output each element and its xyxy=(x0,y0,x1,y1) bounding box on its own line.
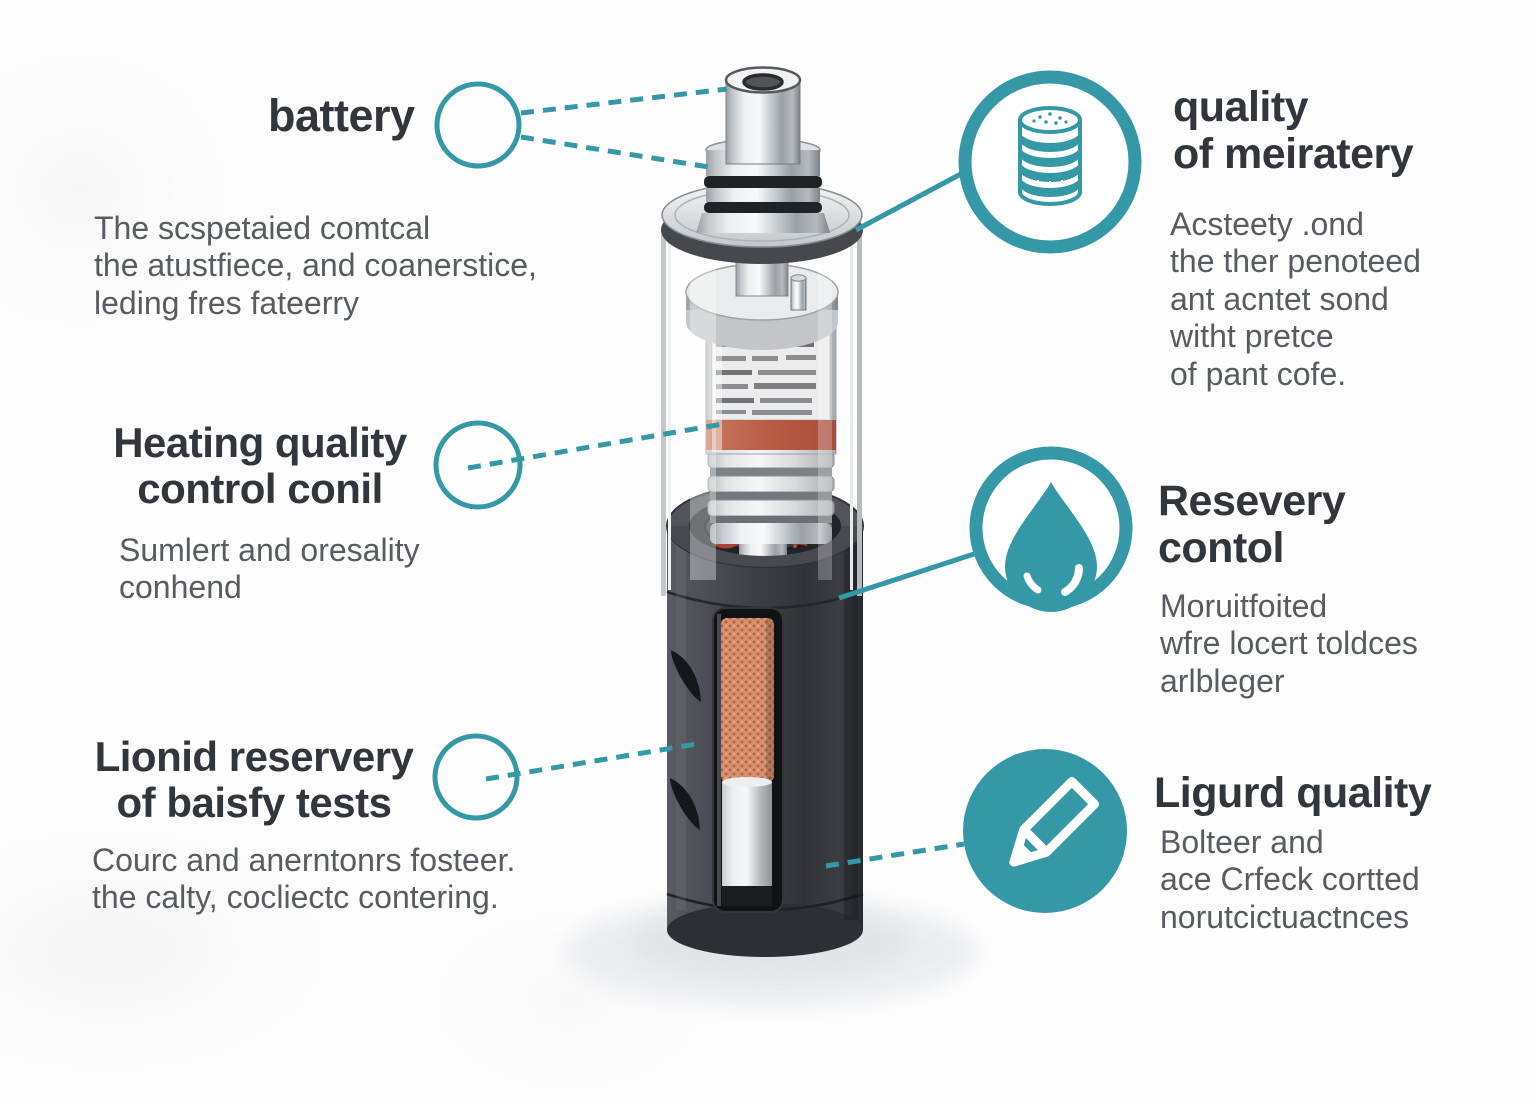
battery-callout-line-bottom xyxy=(520,134,716,171)
atomizer-ribs xyxy=(707,451,835,544)
mouthpiece xyxy=(724,66,802,165)
atomizer-red-band xyxy=(706,420,836,450)
reservoir-control-section-title: Resevery contol xyxy=(1158,477,1346,573)
battery-section-title: battery xyxy=(268,90,415,141)
battery-callout-line-top xyxy=(520,86,728,116)
quality-callout-line xyxy=(854,165,974,233)
mouthpiece-hole xyxy=(742,73,784,91)
battery-section-body: The scspetaied comtcal the atustfiece, a… xyxy=(94,210,537,321)
inner-battery-tube xyxy=(722,777,772,906)
reservoir-control-callout-line xyxy=(838,551,975,601)
droplet-icon xyxy=(963,440,1139,616)
battery-cutaway-window xyxy=(712,607,784,913)
heating-section-body: Sumlert and oresality conhend xyxy=(119,532,420,606)
heating-section-title: Heating quality control conil xyxy=(113,419,407,513)
vape-device xyxy=(661,66,864,957)
callout-annotations xyxy=(432,81,975,869)
liquid-quality-section-title: Ligurd quality xyxy=(1154,769,1432,817)
battery-callout-circle xyxy=(434,81,522,169)
vape-device-illustration xyxy=(432,66,977,1007)
wick-coil xyxy=(721,618,774,782)
reservoir-control-section-body: Moruitfoited wfre locert toldces arlbleg… xyxy=(1160,588,1418,699)
reservoir-callout-circle xyxy=(432,733,520,821)
quality-section-body: Acsteety .ond the ther penoteed ant acnt… xyxy=(1170,206,1421,392)
infographic-canvas: battery The scspetaied comtcal the atust… xyxy=(0,40,1432,1100)
quality-section-title: quality of meiratery xyxy=(1173,83,1414,179)
air-vent-slots xyxy=(670,650,701,830)
pencil-icon xyxy=(963,749,1127,913)
liquid-quality-callout-line xyxy=(825,841,965,869)
adjustment-pin xyxy=(790,274,807,311)
liquid-reservoir-section-body: Courc and anerntonrs fosteer. the calty,… xyxy=(92,842,516,916)
liquid-reservoir-section-title: Lionid reservery of baisfy tests xyxy=(94,733,414,827)
coil-stack-icon xyxy=(958,70,1142,254)
atomizer-assembly xyxy=(667,221,863,567)
heating-callout-circle xyxy=(433,420,523,510)
reservoir-callout-line xyxy=(485,740,704,782)
liquid-quality-section-body: Bolteer and ace Crfeck cortted norutcict… xyxy=(1160,824,1420,935)
glass-tank xyxy=(661,234,862,596)
heating-callout-line xyxy=(467,421,724,471)
